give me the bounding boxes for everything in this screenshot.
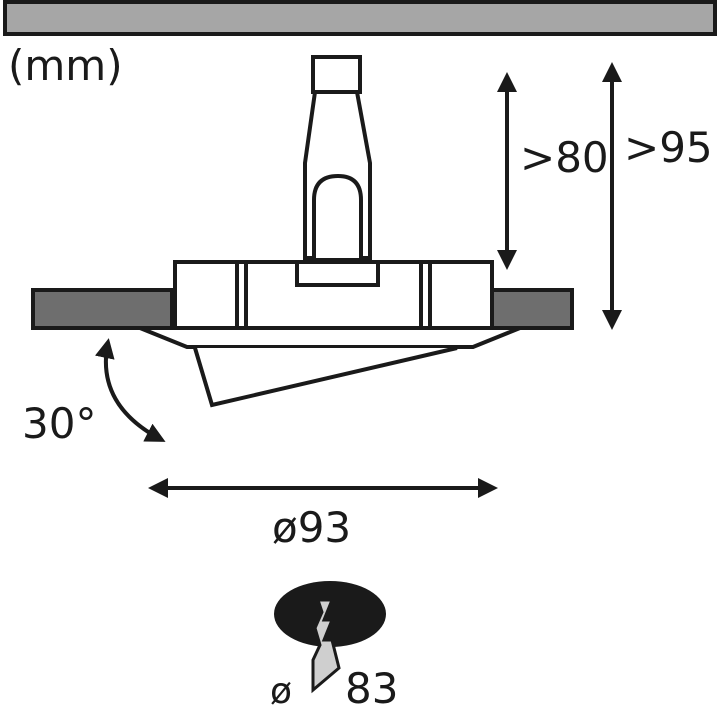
ceiling-pad-left xyxy=(31,288,174,330)
cutout-diameter-symbol: ø xyxy=(270,671,292,707)
crack-icon xyxy=(311,598,341,694)
tilt-label: 30° xyxy=(22,399,96,448)
depth-label: >80 xyxy=(520,133,609,182)
cutout-diameter-value: 83 xyxy=(345,664,398,707)
tilted-lamp xyxy=(193,346,458,408)
height-label: >95 xyxy=(624,123,713,172)
ceiling-bar xyxy=(3,0,717,36)
diameter-label: ø93 xyxy=(272,503,351,552)
tilt-arrow xyxy=(94,338,166,442)
light-fixture xyxy=(31,55,574,408)
cutout-icon xyxy=(274,581,386,694)
clip-arch xyxy=(312,173,363,258)
housing-socket xyxy=(295,260,380,287)
unit-label: (mm) xyxy=(8,41,123,90)
clip-cap xyxy=(311,55,362,94)
trim-ring xyxy=(139,326,521,349)
ceiling-pad-right xyxy=(490,288,574,330)
